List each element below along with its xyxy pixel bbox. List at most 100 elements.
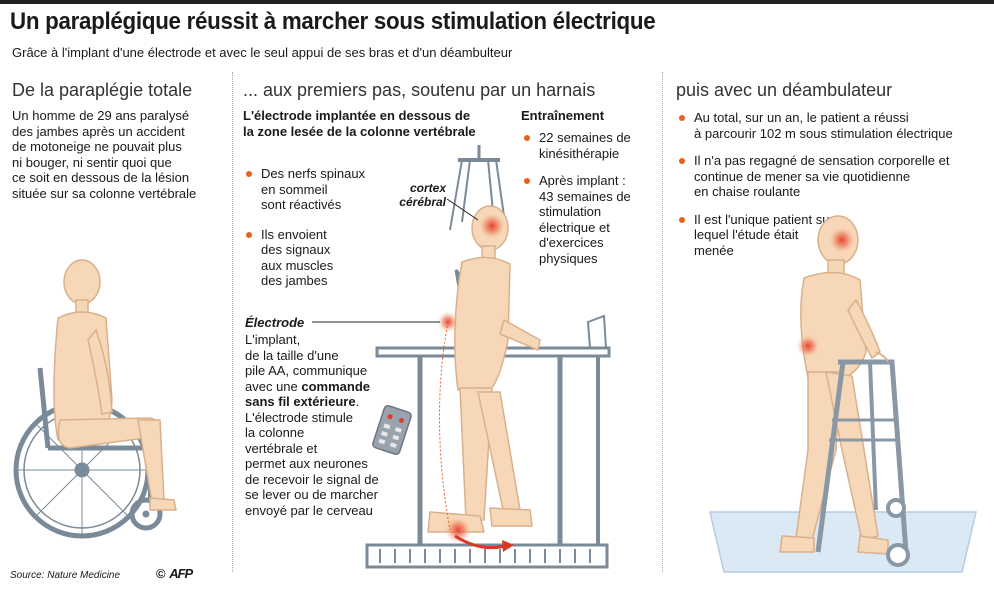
walker-bullets: Au total, sur un an, le patient a réussi… — [676, 110, 981, 270]
walker-illustration — [709, 215, 977, 573]
section-heading-first-steps: ... aux premiers pas, soutenu par un har… — [243, 80, 596, 100]
desc-line: . — [355, 394, 360, 409]
section-heading-paraplegia: De la paraplégie totale — [12, 80, 193, 100]
desc-line: L'implant, — [245, 332, 301, 347]
remote-keyword: sans fil extérieure — [245, 394, 356, 409]
electrode-heading-line: L'électrode implantée en dessous de — [243, 108, 471, 123]
desc-line: L'électrode stimule — [245, 409, 353, 425]
bullet-line: à parcourir 102 m sous stimulation élect… — [694, 125, 953, 141]
bullet-line: en sommeil — [261, 181, 328, 197]
seated-person — [53, 259, 177, 511]
afp-logo: AFP — [169, 566, 193, 581]
bullet-line: des signaux — [261, 242, 331, 257]
treadmill-icon — [365, 314, 611, 569]
bullet-line: électrique et — [539, 219, 610, 235]
bullet-item: Il n'a pas regagné de sensation corporel… — [676, 153, 981, 200]
agency-credit: © AFP — [156, 566, 193, 581]
desc-line: Un homme de 29 ans paralysé — [12, 108, 190, 123]
desc-line: de la taille d'une — [245, 347, 339, 363]
bullet-item: Ils envoient des signaux aux muscles des… — [243, 227, 383, 289]
cortex-glow-icon — [478, 212, 506, 240]
nerve-bullets: Des nerfs spinaux en sommeil sont réacti… — [243, 166, 383, 303]
desc-line: permet aux neurones — [245, 456, 368, 471]
bullet-line: en chaise roulante — [694, 184, 801, 199]
bullet-line: Des nerfs spinaux — [261, 166, 366, 181]
desc-line: située sur sa colonne vertébrale — [12, 185, 197, 201]
bullet-line: aux muscles — [261, 257, 334, 273]
desc-line: des jambes après un accident — [12, 123, 185, 139]
step-arrowhead-icon — [502, 540, 514, 552]
bullet-line: Il n'a pas regagné de sensation corporel… — [694, 153, 950, 168]
desc-line: la colonne — [245, 425, 305, 440]
desc-line: pile AA, communique — [245, 363, 368, 378]
bullet-dot — [246, 171, 252, 177]
copyright-icon: © — [156, 566, 166, 581]
walking-frame-icon — [815, 359, 910, 567]
desc-line: envoyé par le cerveau — [245, 502, 373, 518]
column-divider-1 — [232, 72, 234, 572]
bullet-line: 22 semaines de — [539, 130, 631, 145]
bullet-line: Il est l'unique patient sur — [694, 211, 834, 227]
desc-line: avec une — [245, 378, 302, 394]
cortex-label: cortex cérébral — [398, 181, 446, 209]
bullet-dot — [679, 158, 685, 164]
walker-cortex-glow-icon — [828, 226, 856, 254]
bullet-line: menée — [694, 242, 734, 258]
standing-person — [427, 205, 541, 533]
desc-line: se lever ou de marcher — [245, 487, 378, 502]
nerve-signal-path — [438, 321, 451, 531]
desc-line: de recevoir le signal de — [245, 471, 379, 487]
wheelchair-illustration — [13, 259, 177, 539]
bullet-line: physiques — [539, 250, 598, 266]
bullet-line: stimulation — [539, 204, 602, 219]
bullet-line: sont réactivés — [261, 197, 342, 212]
remote-keyword: commande — [301, 378, 371, 394]
electrode-label: Électrode — [245, 315, 305, 330]
desc-line: vertébrale et — [245, 440, 318, 456]
page-subtitle: Grâce à l'implant d'une électrode et ave… — [12, 45, 513, 60]
section-heading-walker: puis avec un déambulateur — [676, 80, 893, 100]
bullet-item: Au total, sur un an, le patient a réussi… — [676, 110, 981, 141]
electrode-heading: L'électrode implantée en dessous de la z… — [243, 108, 513, 139]
bullet-line: Au total, sur un an, le patient a réussi — [694, 110, 909, 125]
bullet-line: lequel l'étude était — [694, 227, 799, 242]
bullet-item: Après implant : 43 semaines de stimulati… — [521, 173, 656, 266]
desc-line: ni bouger, ni sentir quoi que — [12, 154, 172, 170]
bullet-line: d'exercices — [539, 235, 604, 250]
electrode-description: L'implant, de la taille d'une pile AA, c… — [245, 332, 405, 518]
hand-on-frame — [875, 351, 889, 363]
bullet-line: 43 semaines de — [539, 188, 631, 204]
training-bullets: 22 semaines de kinésithérapie Après impl… — [521, 130, 656, 278]
bullet-line: Ils envoient — [261, 226, 327, 242]
cortex-label-line: cortex — [409, 181, 446, 195]
paraplegia-description: Un homme de 29 ans paralysé des jambes a… — [12, 108, 227, 201]
harness-illustration — [312, 145, 611, 569]
floor-mat — [709, 511, 977, 573]
bullet-line: kinésithérapie — [539, 145, 620, 161]
cortex-label-line: cérébral — [399, 195, 446, 209]
bullet-item: 22 semaines de kinésithérapie — [521, 130, 656, 161]
bullet-item: Des nerfs spinaux en sommeil sont réacti… — [243, 166, 383, 213]
column-divider-2 — [662, 72, 664, 572]
foot-glow-icon — [444, 516, 472, 544]
top-rule — [0, 0, 994, 4]
electrode-heading-line: la zone lesée de la colonne vertébrale — [243, 123, 476, 139]
desc-line: de motoneige ne pouvait plus — [12, 139, 182, 154]
bullet-dot — [679, 216, 685, 223]
bullet-dot — [524, 178, 530, 184]
bullet-line: des jambes — [261, 273, 328, 288]
bullet-dot — [679, 115, 685, 121]
bullet-dot — [246, 231, 252, 238]
step-arrow-icon — [454, 534, 506, 550]
bullet-item: Il est l'unique patient sur lequel l'étu… — [676, 212, 981, 259]
bullet-dot — [524, 135, 530, 141]
page-title: Un paraplégique réussit à marcher sous s… — [10, 8, 656, 35]
walker-electrode-glow-icon — [796, 334, 820, 358]
source-credit: Source: Nature Medicine — [10, 570, 121, 581]
training-heading: Entraînement — [521, 108, 605, 123]
bullet-line: continue de mener sa vie quotidienne — [694, 168, 911, 184]
desc-line: ce soit en dessous de la lésion — [12, 170, 190, 185]
cortex-leader-line — [446, 198, 479, 221]
bullet-line: Après implant : — [539, 173, 626, 188]
